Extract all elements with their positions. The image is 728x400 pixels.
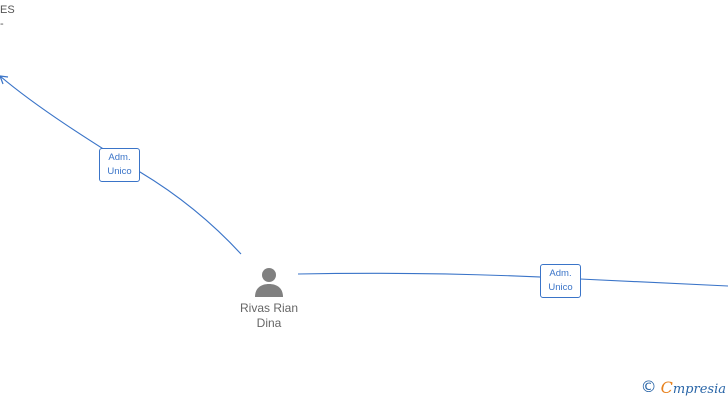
cut-off-company-label-line1: ES [0, 4, 15, 16]
person-name-line2: Dina [256, 316, 282, 330]
edge-arrow-head [0, 75, 9, 85]
person-node[interactable]: Rivas Rian Dina [224, 266, 314, 331]
person-icon [255, 268, 283, 297]
copyright-icon: © [640, 377, 657, 396]
edge-label-role-1[interactable]: Adm. Unico [99, 148, 140, 182]
edge-line-to-right-company [297, 272, 728, 287]
empresia-logo-first-letter: C [660, 377, 673, 397]
cut-off-company-label-line2: - [0, 18, 4, 30]
empresia-logo: Cmpresia [661, 378, 726, 397]
empresia-brand: © Cmpresia [640, 377, 726, 397]
person-name: Rivas Rian Dina [224, 301, 314, 331]
edge-label-role-1-line1: Adm. [108, 152, 131, 163]
edge-label-role-1-line2: Unico [107, 166, 132, 177]
person-name-line1: Rivas Rian [239, 301, 299, 315]
edge-label-role-2-line1: Adm. [549, 268, 572, 279]
edge-label-role-2[interactable]: Adm. Unico [540, 264, 581, 298]
edge-label-role-2-line2: Unico [548, 282, 573, 293]
empresia-logo-rest: mpresia [672, 381, 726, 397]
cut-off-company-label: ES - [0, 3, 15, 31]
